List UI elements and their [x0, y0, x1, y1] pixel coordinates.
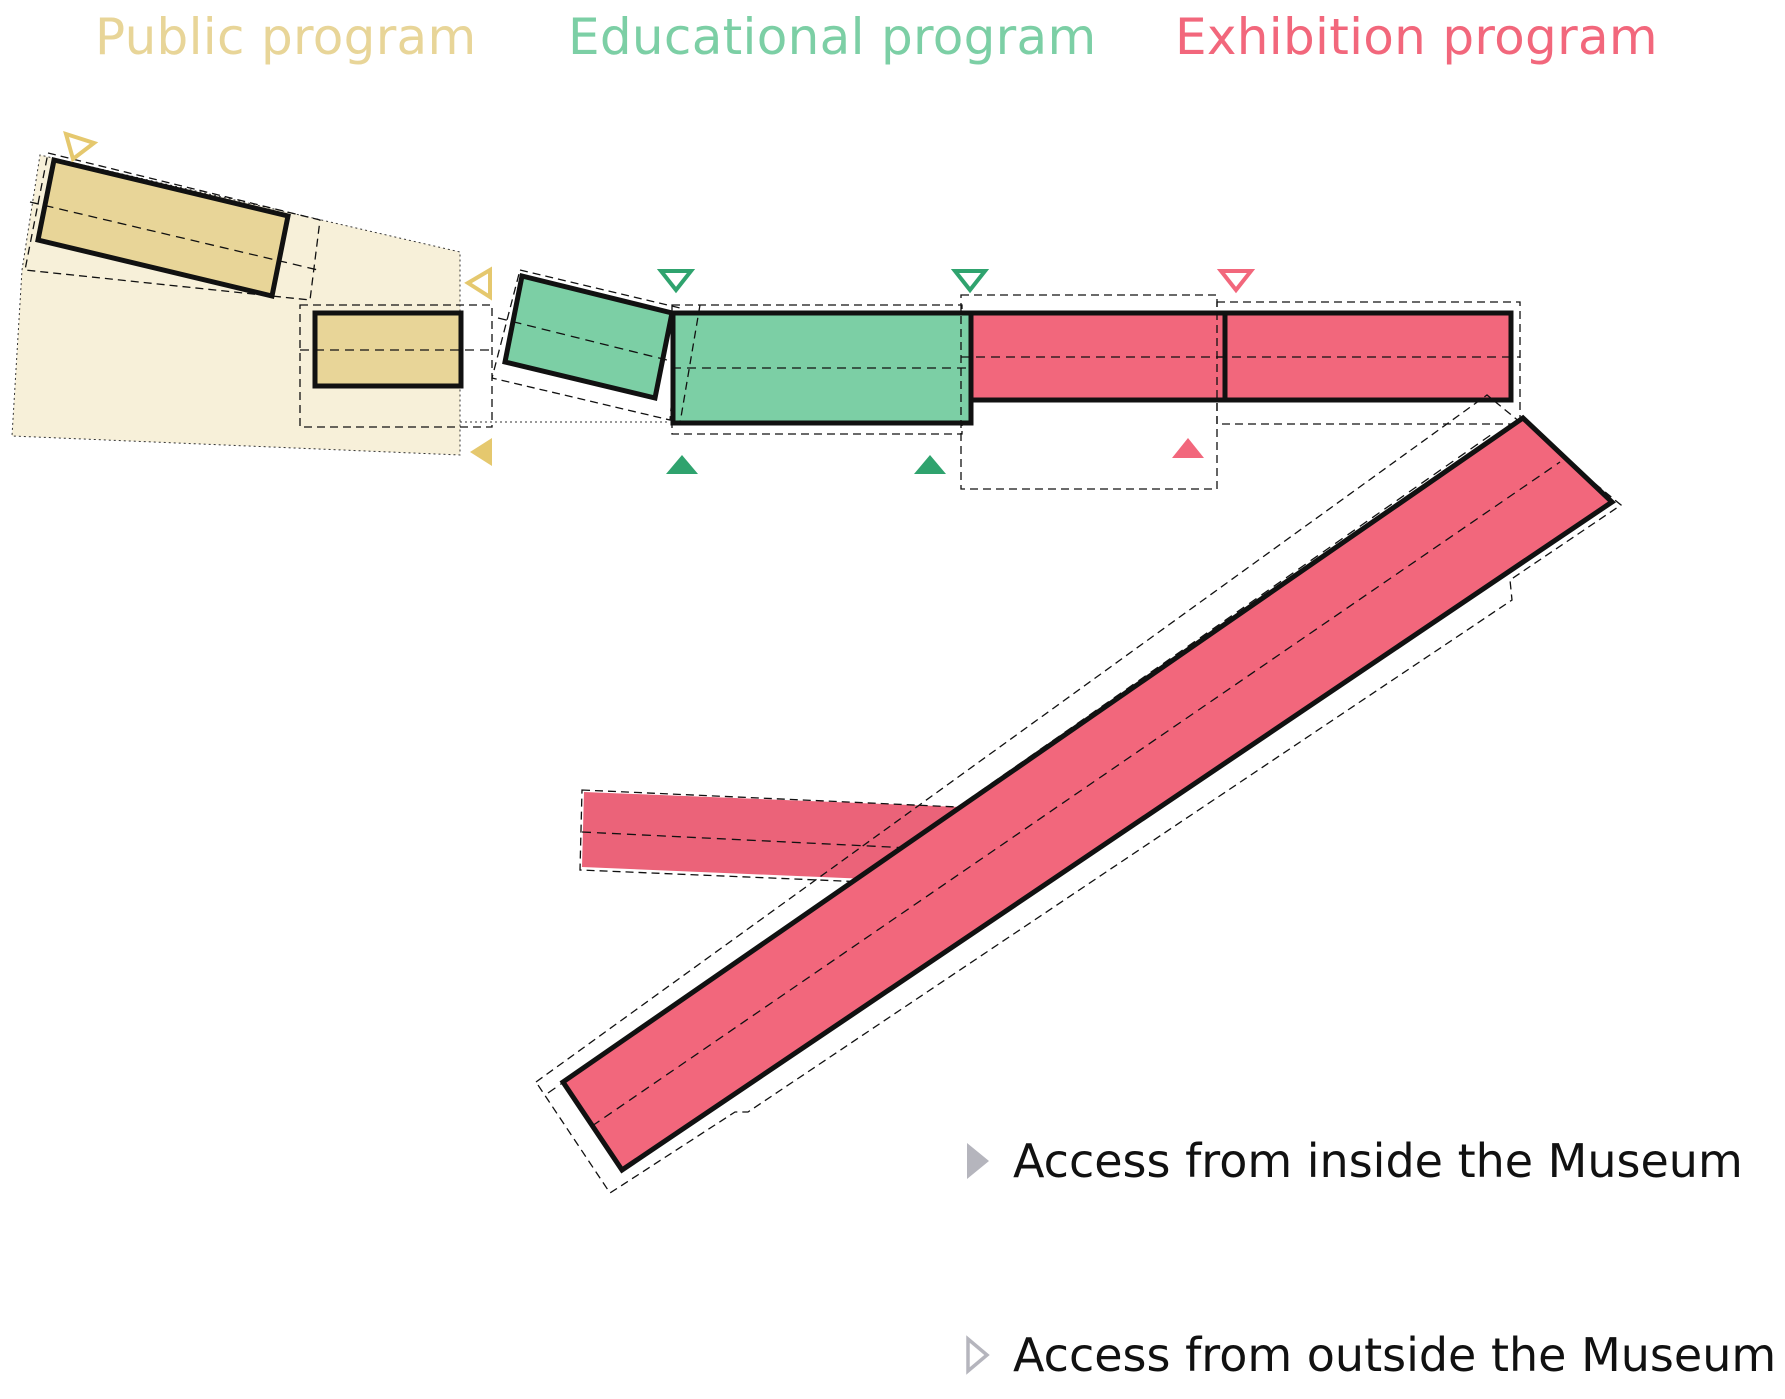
- outline-triangle-icon: [656, 269, 696, 294]
- filled-triangle-icon: [914, 455, 946, 474]
- legend-outside: Access from outside the Museum: [965, 1325, 1776, 1385]
- public-program-heading: Public program: [95, 8, 477, 66]
- outline-triangle-icon: [464, 266, 492, 301]
- exhibition-diagonal-block: [535, 394, 1623, 1194]
- educational-block-2: [670, 304, 974, 435]
- legend-inside: Access from inside the Museum: [965, 1131, 1743, 1191]
- filled-triangle-icon: [666, 455, 698, 474]
- exhibition-block-1: [960, 294, 1228, 490]
- educational-block-1: [491, 269, 681, 421]
- filled-triangle-icon: [1172, 438, 1204, 458]
- legend-outside-label: Access from outside the Museum: [1013, 1328, 1777, 1382]
- public-block-2: [299, 304, 493, 428]
- outline-triangle-icon: [950, 269, 990, 294]
- outline-triangle-icon: [63, 130, 99, 163]
- exhibition-block-2: [1216, 301, 1521, 425]
- filled-triangle-icon: [967, 1143, 989, 1179]
- outline-triangle-icon: [1216, 269, 1256, 294]
- outline-triangle-icon: [966, 1335, 990, 1375]
- public-block-1: [24, 152, 321, 301]
- exhibition-program-heading: Exhibition program: [1175, 8, 1658, 66]
- educational-program-heading: Educational program: [568, 8, 1097, 66]
- legend-inside-label: Access from inside the Museum: [1013, 1134, 1743, 1188]
- filled-triangle-icon: [470, 438, 492, 466]
